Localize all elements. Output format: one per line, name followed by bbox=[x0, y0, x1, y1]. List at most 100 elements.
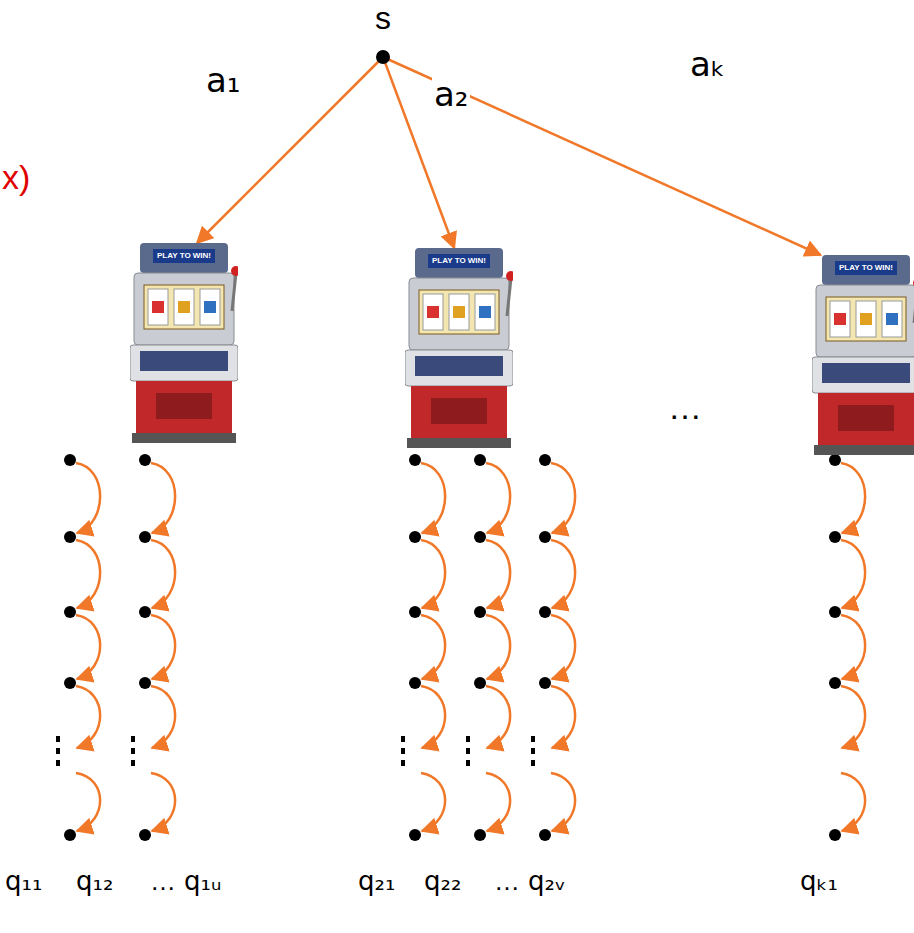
state-dot bbox=[139, 606, 151, 618]
chain-arrow bbox=[151, 615, 175, 679]
state-dot bbox=[829, 606, 841, 618]
vertical-ellipsis bbox=[401, 736, 405, 742]
state-dot bbox=[139, 531, 151, 543]
chain-arrow bbox=[551, 686, 575, 748]
chain-arrow bbox=[421, 540, 445, 608]
state-dot bbox=[409, 677, 421, 689]
state-dot bbox=[64, 454, 76, 466]
state-dot bbox=[409, 531, 421, 543]
chain-arrow bbox=[151, 773, 175, 831]
q-label: q₁₂ bbox=[76, 866, 113, 896]
slot-machine-icon bbox=[812, 255, 914, 455]
chain-arrow bbox=[551, 615, 575, 679]
q-label: qₖ₁ bbox=[800, 866, 838, 896]
action-arrow bbox=[197, 57, 383, 243]
ellipsis: … bbox=[668, 388, 702, 427]
chain-arrow bbox=[421, 773, 445, 831]
q-label: q₂₂ bbox=[424, 866, 461, 896]
state-dot bbox=[474, 677, 486, 689]
state-dot bbox=[474, 531, 486, 543]
vertical-ellipsis bbox=[531, 736, 535, 742]
state-dot bbox=[64, 606, 76, 618]
state-dot bbox=[409, 454, 421, 466]
chain-arrow bbox=[421, 686, 445, 748]
vertical-ellipsis bbox=[131, 760, 135, 766]
chain-arrow bbox=[551, 463, 575, 533]
q-label: q₁ᵤ bbox=[184, 866, 221, 896]
chain-arrow bbox=[486, 463, 510, 533]
state-dot bbox=[409, 606, 421, 618]
chain-arrow bbox=[76, 686, 100, 748]
ellipsis: … bbox=[150, 866, 176, 897]
vertical-ellipsis bbox=[466, 748, 470, 754]
state-dot bbox=[139, 829, 151, 841]
vertical-ellipsis bbox=[131, 748, 135, 754]
chain-arrow bbox=[76, 615, 100, 679]
chain-arrow bbox=[841, 463, 865, 533]
chain-arrow bbox=[486, 615, 510, 679]
vertical-ellipsis bbox=[56, 736, 60, 742]
state-dot bbox=[474, 829, 486, 841]
slot-machine-icon bbox=[405, 248, 513, 448]
state-dot bbox=[539, 454, 551, 466]
chain-arrow bbox=[151, 540, 175, 608]
q-label: q₁₁ bbox=[5, 866, 42, 896]
slot-machine: PLAY TO WIN! bbox=[812, 255, 914, 455]
state-dot bbox=[139, 677, 151, 689]
machine-plate-text: PLAY TO WIN! bbox=[428, 254, 490, 268]
state-dot bbox=[539, 606, 551, 618]
vertical-ellipsis bbox=[531, 748, 535, 754]
state-dot bbox=[829, 531, 841, 543]
root-state: s bbox=[360, 0, 406, 66]
vertical-ellipsis bbox=[466, 760, 470, 766]
state-dot bbox=[474, 606, 486, 618]
state-dot bbox=[539, 531, 551, 543]
chain-arrow bbox=[151, 463, 175, 533]
chain-arrow bbox=[486, 773, 510, 831]
slot-machine-icon bbox=[130, 243, 238, 443]
state-dot bbox=[474, 454, 486, 466]
vertical-ellipsis bbox=[56, 748, 60, 754]
state-dot bbox=[64, 829, 76, 841]
q-label: q₂ᵥ bbox=[528, 866, 566, 896]
chain-arrow bbox=[486, 540, 510, 608]
state-dot bbox=[829, 829, 841, 841]
machine-plate-text: PLAY TO WIN! bbox=[153, 249, 215, 263]
vertical-ellipsis bbox=[466, 736, 470, 742]
state-dot bbox=[829, 454, 841, 466]
state-dot bbox=[409, 829, 421, 841]
chain-arrow bbox=[841, 686, 865, 748]
chain-arrow bbox=[486, 686, 510, 748]
root-dot bbox=[375, 49, 391, 65]
state-dot bbox=[139, 454, 151, 466]
action-label: a₁ bbox=[204, 60, 242, 100]
chain-arrow bbox=[551, 540, 575, 608]
action-arrow bbox=[383, 57, 821, 255]
vertical-ellipsis bbox=[401, 748, 405, 754]
chain-arrow bbox=[841, 773, 865, 831]
state-dot bbox=[64, 677, 76, 689]
chain-arrow bbox=[76, 463, 100, 533]
slot-machine: PLAY TO WIN! bbox=[130, 243, 238, 443]
action-label: a₂ bbox=[432, 74, 470, 114]
machine-plate-text: PLAY TO WIN! bbox=[835, 261, 897, 275]
state-dot bbox=[539, 677, 551, 689]
vertical-ellipsis bbox=[401, 760, 405, 766]
vertical-ellipsis bbox=[56, 760, 60, 766]
q-label: q₂₁ bbox=[358, 866, 395, 896]
state-dot bbox=[539, 829, 551, 841]
chain-arrow bbox=[421, 615, 445, 679]
chain-arrow bbox=[841, 540, 865, 608]
action-label: aₖ bbox=[688, 44, 727, 84]
vertical-ellipsis bbox=[531, 760, 535, 766]
vertical-ellipsis bbox=[131, 736, 135, 742]
ellipsis: … bbox=[494, 866, 520, 897]
chain-arrow bbox=[421, 463, 445, 533]
slot-machine: PLAY TO WIN! bbox=[405, 248, 513, 448]
chain-arrow bbox=[151, 686, 175, 748]
state-label: s bbox=[360, 0, 406, 36]
chain-arrow bbox=[76, 773, 100, 831]
chain-arrow bbox=[551, 773, 575, 831]
